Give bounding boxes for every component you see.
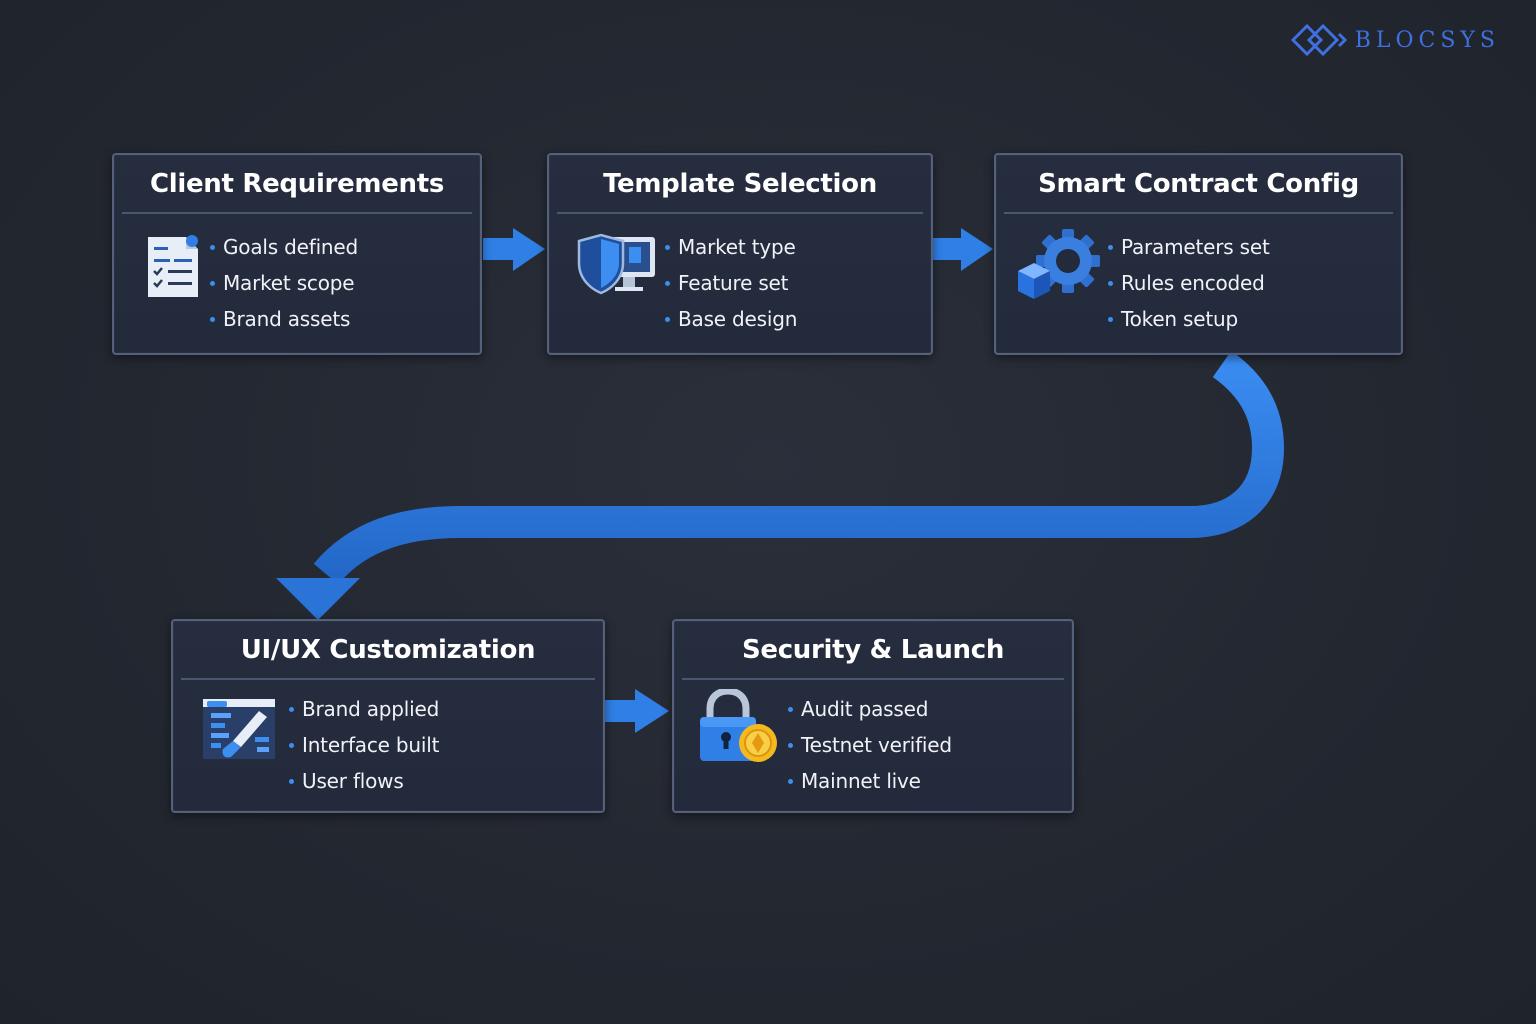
diamond-logo-icon bbox=[1290, 23, 1347, 57]
step-card-smart-contract-config: Smart Contract Config bbox=[994, 153, 1403, 355]
design-editor-icon bbox=[201, 697, 277, 765]
shield-monitor-icon bbox=[577, 233, 659, 303]
step-items: Goals defined Market scope Brand assets bbox=[210, 229, 358, 337]
list-item: Token setup bbox=[1108, 301, 1270, 337]
gear-cube-icon bbox=[1014, 227, 1104, 311]
step-items: Parameters set Rules encoded Token setup bbox=[1108, 229, 1270, 337]
padlock-coin-icon bbox=[698, 687, 782, 769]
arrow-step1-to-step2 bbox=[483, 228, 545, 271]
step-items: Market type Feature set Base design bbox=[665, 229, 797, 337]
list-item: Market type bbox=[665, 229, 797, 265]
list-item: Interface built bbox=[289, 727, 439, 763]
list-item: Audit passed bbox=[788, 691, 952, 727]
list-item: Base design bbox=[665, 301, 797, 337]
step-title: Smart Contract Config bbox=[1004, 155, 1393, 214]
arrow-step4-to-step5 bbox=[605, 689, 669, 733]
list-item: Rules encoded bbox=[1108, 265, 1270, 301]
step-items: Brand applied Interface built User flows bbox=[289, 691, 439, 799]
step-items: Audit passed Testnet verified Mainnet li… bbox=[788, 691, 952, 799]
brand-logo-text: BLOCSYS bbox=[1354, 27, 1500, 53]
list-item: Market scope bbox=[210, 265, 358, 301]
curved-arrow-step3-to-step4 bbox=[276, 350, 1285, 620]
step-card-client-requirements: Client Requirements Goals defined Market… bbox=[112, 153, 482, 355]
list-item: Mainnet live bbox=[788, 763, 952, 799]
step-card-ui-ux-customization: UI/UX Customization Brand applied Interf… bbox=[171, 619, 605, 813]
arrow-step2-to-step3 bbox=[933, 228, 993, 271]
brand-logo: BLOCSYS bbox=[1289, 20, 1500, 60]
list-item: Goals defined bbox=[210, 229, 358, 265]
step-title: Template Selection bbox=[557, 155, 923, 214]
list-item: Testnet verified bbox=[788, 727, 952, 763]
step-title: Client Requirements bbox=[122, 155, 472, 214]
checklist-document-icon bbox=[144, 233, 202, 305]
step-title: UI/UX Customization bbox=[181, 621, 595, 680]
step-card-template-selection: Template Selection Market type Feature s… bbox=[547, 153, 933, 355]
list-item: Brand assets bbox=[210, 301, 358, 337]
step-card-security-launch: Security & Launch Audit passed Testnet v… bbox=[672, 619, 1074, 813]
list-item: Feature set bbox=[665, 265, 797, 301]
list-item: Brand applied bbox=[289, 691, 439, 727]
step-title: Security & Launch bbox=[682, 621, 1064, 680]
list-item: Parameters set bbox=[1108, 229, 1270, 265]
list-item: User flows bbox=[289, 763, 439, 799]
